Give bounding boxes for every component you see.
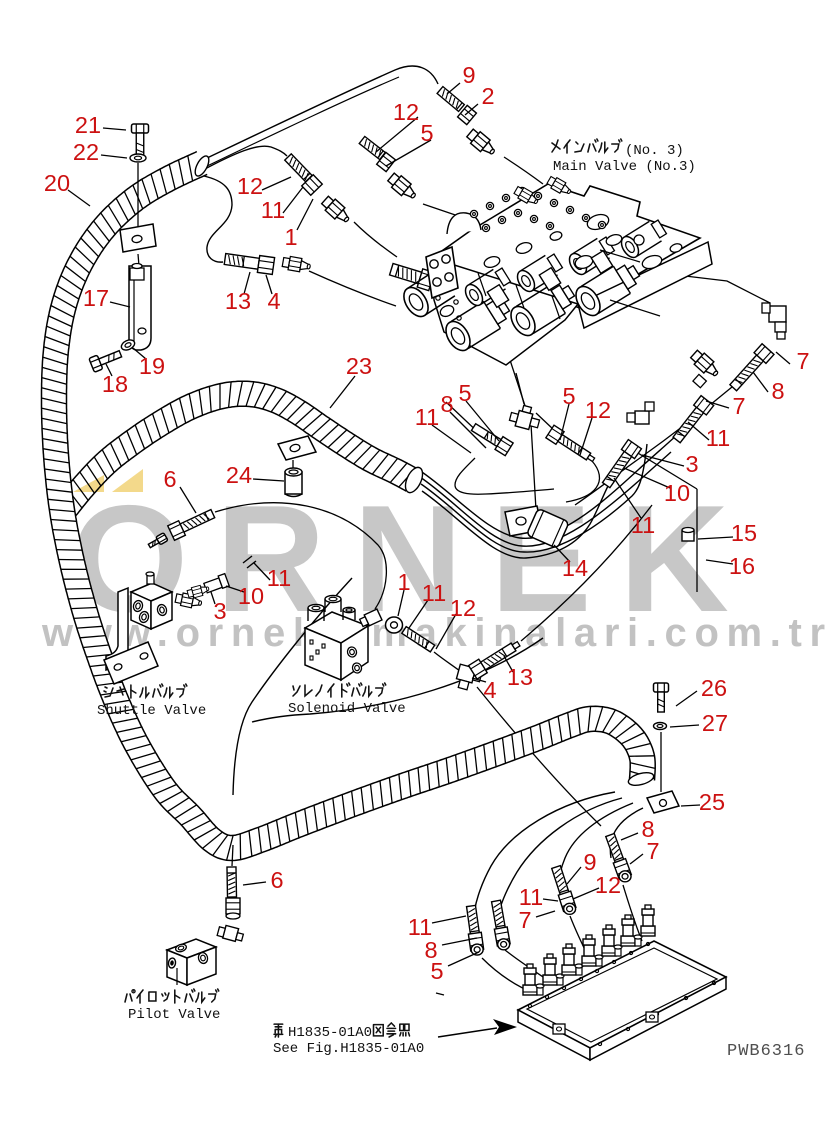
svg-text:15: 15 [731, 520, 757, 546]
svg-text:11: 11 [415, 404, 439, 430]
svg-text:24: 24 [226, 462, 252, 488]
svg-text:3: 3 [685, 451, 698, 477]
svg-text:3: 3 [213, 598, 226, 624]
svg-text:25: 25 [699, 789, 725, 815]
svg-text:27: 27 [702, 710, 728, 736]
svg-text:12: 12 [585, 397, 611, 423]
svg-text:7: 7 [796, 348, 809, 374]
svg-text:8: 8 [440, 391, 453, 417]
svg-text:5: 5 [420, 120, 433, 146]
svg-text:12: 12 [237, 173, 263, 199]
svg-text:11: 11 [706, 425, 730, 451]
svg-text:13: 13 [225, 288, 251, 314]
svg-text:5: 5 [562, 383, 575, 409]
svg-text:7: 7 [732, 393, 745, 419]
svg-text:4: 4 [267, 288, 280, 314]
svg-text:7: 7 [518, 907, 531, 933]
svg-text:PWB6316: PWB6316 [727, 1042, 805, 1061]
svg-text:6: 6 [163, 466, 176, 492]
svg-text:1: 1 [397, 569, 410, 595]
svg-text:26: 26 [701, 675, 727, 701]
svg-text:9: 9 [583, 849, 596, 875]
svg-text:17: 17 [83, 285, 109, 311]
svg-text:6: 6 [270, 867, 283, 893]
svg-text:Shuttle Valve: Shuttle Valve [97, 703, 206, 719]
svg-text:H1835-01A0: H1835-01A0 [288, 1025, 372, 1041]
svg-text:4: 4 [483, 677, 496, 703]
svg-text:2: 2 [481, 83, 494, 109]
svg-text:21: 21 [75, 112, 101, 138]
svg-text:11: 11 [267, 565, 291, 591]
svg-text:9: 9 [462, 62, 475, 88]
svg-text:5: 5 [458, 380, 471, 406]
svg-text:11: 11 [408, 914, 432, 940]
svg-text:8: 8 [771, 378, 784, 404]
svg-text:19: 19 [139, 353, 165, 379]
svg-text:11: 11 [261, 197, 285, 223]
svg-text:ORNEK: ORNEK [70, 474, 756, 644]
svg-text:22: 22 [73, 139, 99, 165]
svg-text:20: 20 [44, 170, 70, 196]
svg-text:Solenoid Valve: Solenoid Valve [288, 701, 406, 717]
svg-text:7: 7 [646, 838, 659, 864]
svg-text:23: 23 [346, 353, 372, 379]
svg-text:5: 5 [430, 958, 443, 984]
svg-text:8: 8 [641, 816, 654, 842]
svg-text:18: 18 [102, 371, 128, 397]
svg-text:10: 10 [238, 583, 264, 609]
svg-text:Main Valve (No.3): Main Valve (No.3) [553, 159, 696, 175]
svg-text:12: 12 [450, 595, 476, 621]
svg-text:See Fig.H1835-01A0: See Fig.H1835-01A0 [273, 1041, 424, 1057]
svg-text:13: 13 [507, 664, 533, 690]
svg-text:11: 11 [631, 512, 655, 538]
svg-text:14: 14 [562, 555, 588, 581]
svg-text:8: 8 [424, 937, 437, 963]
svg-text:16: 16 [729, 553, 755, 579]
svg-text:1: 1 [284, 224, 297, 250]
svg-text:(No. 3): (No. 3) [625, 143, 684, 159]
svg-text:12: 12 [393, 99, 419, 125]
svg-text:11: 11 [422, 580, 446, 606]
svg-text:Pilot Valve: Pilot Valve [128, 1007, 220, 1023]
svg-text:10: 10 [664, 480, 690, 506]
svg-text:11: 11 [519, 884, 543, 910]
svg-text:12: 12 [595, 872, 621, 898]
